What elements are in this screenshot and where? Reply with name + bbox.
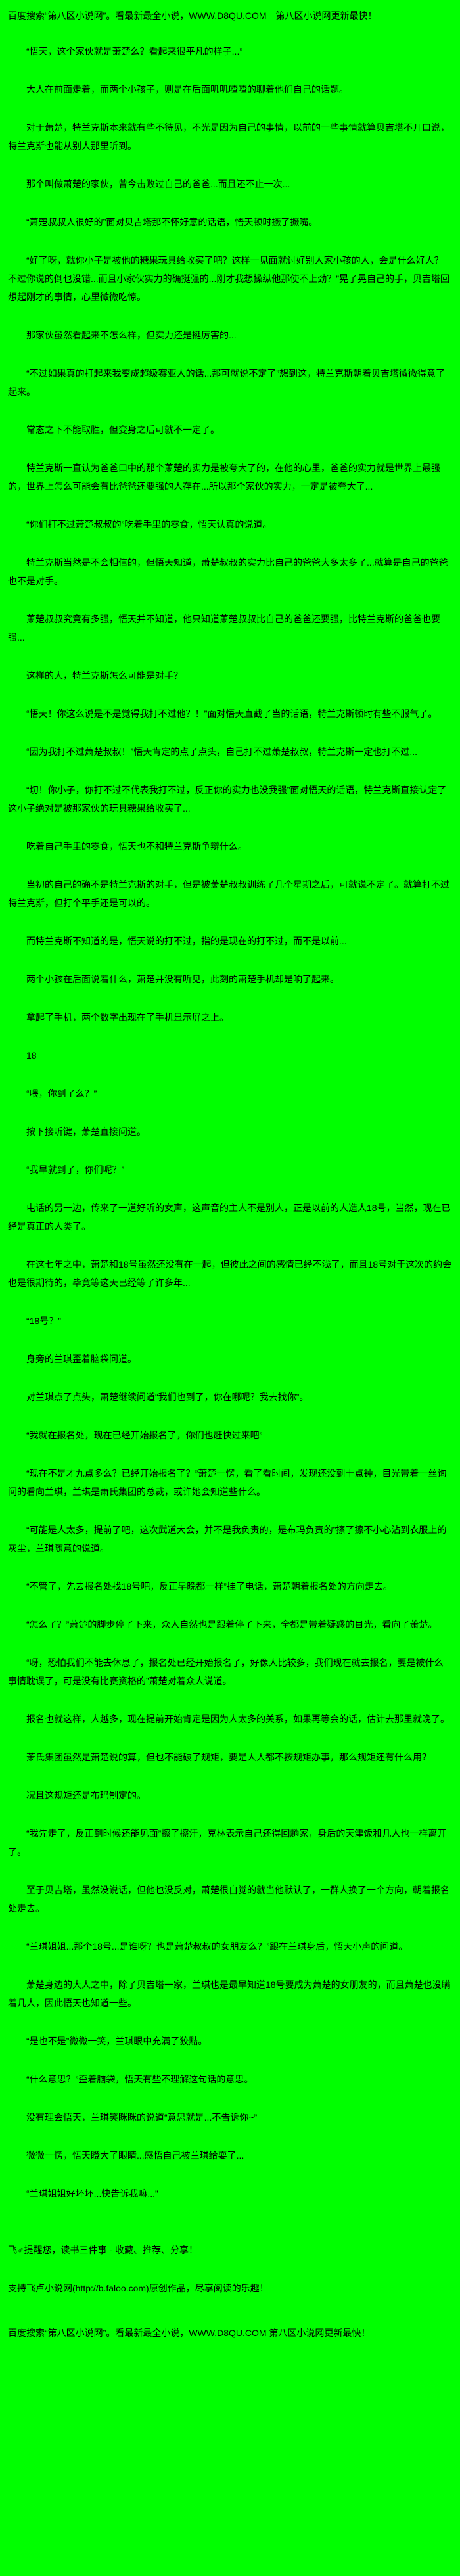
novel-paragraph: “不过如果真的打起来我变成超级赛亚人的话...那可就说不定了”想到这，特兰克斯朝…	[8, 368, 445, 397]
site-notice-top: 百度搜索“第八区小说网”。看最新最全小说，WWW.D8QU.COM 第八区小说网…	[8, 11, 377, 21]
novel-paragraph: “现在不是才九点多么？已经开始报名了？”萧楚一愣，看了看时间，发现还没到十点钟，…	[8, 1468, 447, 1497]
novel-body: “悟天，这个家伙就是萧楚么？看起来很平凡的样子...” 大人在前面走着，而两个小孩…	[8, 42, 452, 2203]
novel-paragraph: 当初的自己的确不是特兰克斯的对手，但是被萧楚叔叔训练了几个星期之后，可就说不定了…	[8, 879, 449, 908]
novel-paragraph: 萧氏集团虽然是萧楚说的算，但也不能破了规矩，要是人人都不按规矩办事，那么规矩还有…	[26, 1752, 431, 1762]
novel-paragraph: “切！你小子，你打不过不代表我打不过，反正你的实力也没我强”面对悟天的话语，特兰…	[8, 785, 447, 814]
novel-paragraph: 没有理会悟天，兰琪笑眯眯的说道“意思就是...不告诉你~”	[26, 2112, 258, 2123]
novel-paragraph: 报名也就这样，人越多，现在提前开始肯定是因为人太多的关系，如果再等会的话，估计去…	[26, 1714, 449, 1724]
novel-paragraph: 拿起了手机，两个数字出现在了手机显示屏之上。	[26, 1012, 229, 1023]
novel-paragraph: “我早就到了，你们呢？”	[26, 1164, 125, 1175]
novel-paragraph: “怎么了？”萧楚的脚步停了下来，众人自然也是跟着停了下来，全都是带着疑惑的目光，…	[26, 1619, 438, 1630]
novel-paragraph: “我先走了，反正到时候还能见面”擦了擦汗，克林表示自己还得回趟家，身后的天津饭和…	[8, 1828, 447, 1857]
novel-paragraph: “兰琪姐姐...那个18号...是谁呀？也是萧楚叔叔的女朋友么？”跟在兰琪身后，…	[26, 1941, 408, 1952]
page-footer: 飞♂提醒您，读书三件事 - 收藏、推荐、分享！ 支持飞卢小说网(http://b…	[8, 2242, 452, 2341]
novel-paragraph: 至于贝吉塔，虽然没说话，但他也没反对，萧楚很自觉的就当他默认了，一群人换了一个方…	[8, 1885, 449, 1914]
novel-paragraph: 那个叫做萧楚的家伙，曾今击败过自己的爸爸...而且还不止一次...	[26, 179, 290, 189]
novel-paragraph: 大人在前面走着，而两个小孩子，则是在后面叽叽喳喳的聊着他们自己的话题。	[26, 84, 348, 95]
novel-paragraph: “是也不是”微微一笑，兰琪眼中充满了狡黠。	[26, 2036, 208, 2046]
novel-paragraph: “兰琪姐姐好坏坏...快告诉我嘛...”	[26, 2188, 158, 2199]
novel-paragraph: 吃着自己手里的零食，悟天也不和特兰克斯争辩什么。	[26, 841, 247, 852]
novel-paragraph: “你们打不过萧楚叔叔的”吃着手里的零食，悟天认真的说道。	[26, 519, 272, 530]
novel-paragraph: 电话的另一边，传来了一道好听的女声，这声音的主人不是别人，正是以前的人造人18号…	[8, 1203, 451, 1231]
novel-paragraph: “我就在报名处，现在已经开始报名了，你们也赶快过来吧”	[26, 1430, 263, 1440]
novel-paragraph: 对兰琪点了点头，萧楚继续问道“我们也到了，你在哪呢？我去找你”。	[26, 1392, 309, 1402]
novel-paragraph: 两个小孩在后面说着什么，萧楚并没有听见，此刻的萧楚手机却是响了起来。	[26, 974, 339, 984]
novel-paragraph: 在这七年之中，萧楚和18号虽然还没有在一起，但彼此之间的感情已经不浅了，而且18…	[8, 1259, 452, 1288]
novel-paragraph: “悟天！你这么说是不是觉得我打不过他？！”面对悟天直截了当的话语，特兰克斯顿时有…	[26, 708, 438, 719]
novel-paragraph: “萧楚叔叔人很好的”面对贝吉塔那不怀好意的话语，悟天顿时撅了撅嘴。	[26, 217, 318, 227]
novel-paragraph: “喂，你到了么？”	[26, 1088, 97, 1099]
novel-paragraph: “好了呀，就你小子是被他的糖果玩具给收买了吧？这样一见面就讨好别人家小孩的人，会…	[8, 255, 449, 302]
novel-paragraph: 特兰克斯当然是不会相信的，但悟天知道，萧楚叔叔的实力比自己的爸爸大多太多了...…	[8, 557, 448, 586]
novel-paragraph: 常态之下不能取胜，但变身之后可就不一定了。	[26, 425, 219, 435]
novel-paragraph: 特兰克斯一直认为爸爸口中的那个萧楚的实力是被夸大了的，在他的心里，爸爸的实力就是…	[8, 463, 440, 492]
novel-paragraph: 这样的人，特兰克斯怎么可能是对手？	[26, 670, 183, 681]
novel-paragraph: “18号？”	[26, 1316, 61, 1326]
novel-paragraph: 而特兰克斯不知道的是，悟天说的打不过，指的是现在的打不过，而不是以前...	[26, 936, 347, 946]
novel-paragraph: 身旁的兰琪歪着脑袋问道。	[26, 1354, 137, 1364]
novel-paragraph: 萧楚叔叔究竟有多强，悟天并不知道，他只知道萧楚叔叔比自己的爸爸还要强，比特兰克斯…	[8, 614, 440, 643]
novel-paragraph: “悟天，这个家伙就是萧楚么？看起来很平凡的样子...”	[26, 46, 242, 57]
novel-paragraph: “因为我打不过萧楚叔叔！”悟天肯定的点了点头，自己打不过萧楚叔叔，特兰克斯一定也…	[26, 747, 417, 757]
novel-paragraph: 萧楚身边的大人之中，除了贝吉塔一家，兰琪也是最早知道18号要成为萧楚的女朋友的，…	[8, 1979, 451, 2008]
novel-paragraph: 18	[26, 1050, 37, 1061]
novel-paragraph: “不管了，先去报名处找18号吧，反正早晚都一样”挂了电话，萧楚朝着报名处的方向走…	[26, 1581, 392, 1592]
site-notice-bottom: 百度搜索“第八区小说网”。看最新最全小说，WWW.D8QU.COM 第八区小说网…	[8, 2328, 371, 2338]
novel-paragraph: 对于萧楚，特兰克斯本来就有些不待见，不光是因为自己的事情，以前的一些事情就算贝吉…	[8, 122, 449, 151]
novel-paragraph: “可能是人太多，提前了吧，这次武道大会，并不是我负责的，是布玛负责的”擦了擦不小…	[8, 1525, 447, 1553]
novel-paragraph: “什么意思？”歪着脑袋，悟天有些不理解这句话的意思。	[26, 2074, 254, 2084]
novel-paragraph: “呀，恐怕我们不能去休息了，报名处已经开始报名了，好像人比较多，我们现在就去报名…	[8, 1657, 444, 1686]
faloo-support-line: 支持飞卢小说网(http://b.faloo.com)原创作品，尽享阅读的乐趣！	[8, 2283, 269, 2293]
novel-paragraph: 按下接听键，萧楚直接问道。	[26, 1126, 146, 1137]
reader-reminder: 飞♂提醒您，读书三件事 - 收藏、推荐、分享！	[8, 2245, 198, 2255]
novel-paragraph: 那家伙虽然看起来不怎么样，但实力还是挺厉害的...	[26, 330, 237, 340]
novel-paragraph: 微微一愣，悟天瞪大了眼睛...感悟自己被兰琪给耍了...	[26, 2150, 244, 2161]
novel-paragraph: 况且这规矩还是布玛制定的。	[26, 1790, 146, 1801]
